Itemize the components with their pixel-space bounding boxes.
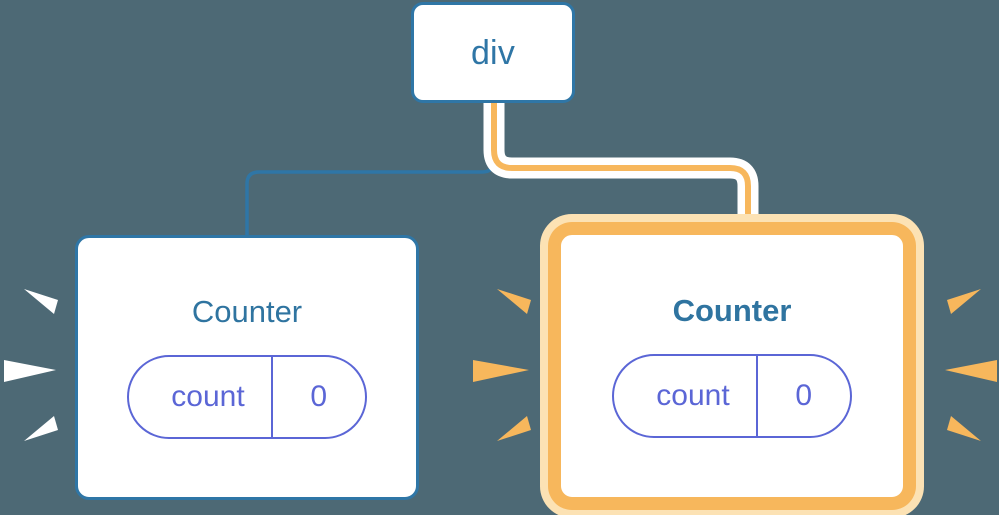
state-key-right: count bbox=[656, 378, 730, 412]
state-key-left: count bbox=[171, 380, 245, 413]
node-counter-right-label: Counter bbox=[672, 292, 792, 328]
ray-white-bottom bbox=[24, 416, 58, 441]
ray-orange-mid-bottom bbox=[497, 416, 531, 441]
node-div[interactable]: div bbox=[411, 2, 575, 103]
ray-orange-right-bottom bbox=[947, 416, 981, 441]
state-value-left: 0 bbox=[270, 357, 365, 437]
node-counter-left[interactable]: Counter count 0 bbox=[75, 235, 419, 500]
ray-group-left bbox=[4, 289, 58, 441]
connector-root-to-right-counter-halo bbox=[483, 92, 759, 243]
ray-orange-right-middle bbox=[945, 360, 997, 382]
ray-group-right bbox=[945, 289, 997, 441]
connector-root-to-right-counter bbox=[491, 100, 751, 235]
ray-orange-right-top bbox=[947, 289, 981, 314]
ray-orange-mid-middle bbox=[473, 360, 529, 382]
connector-root-to-left-counter bbox=[245, 101, 496, 239]
state-pill-left: count 0 bbox=[127, 355, 367, 439]
node-div-label: div bbox=[470, 33, 516, 72]
node-counter-right[interactable]: Counter count 0 bbox=[558, 232, 906, 500]
ray-white-top bbox=[24, 289, 58, 314]
ray-orange-mid-top bbox=[497, 289, 531, 314]
state-value-right: 0 bbox=[755, 355, 850, 436]
ray-white-middle bbox=[4, 360, 56, 382]
ray-group-middle bbox=[473, 289, 531, 441]
node-counter-left-label: Counter bbox=[191, 294, 303, 329]
state-pill-right: count 0 bbox=[612, 353, 852, 438]
